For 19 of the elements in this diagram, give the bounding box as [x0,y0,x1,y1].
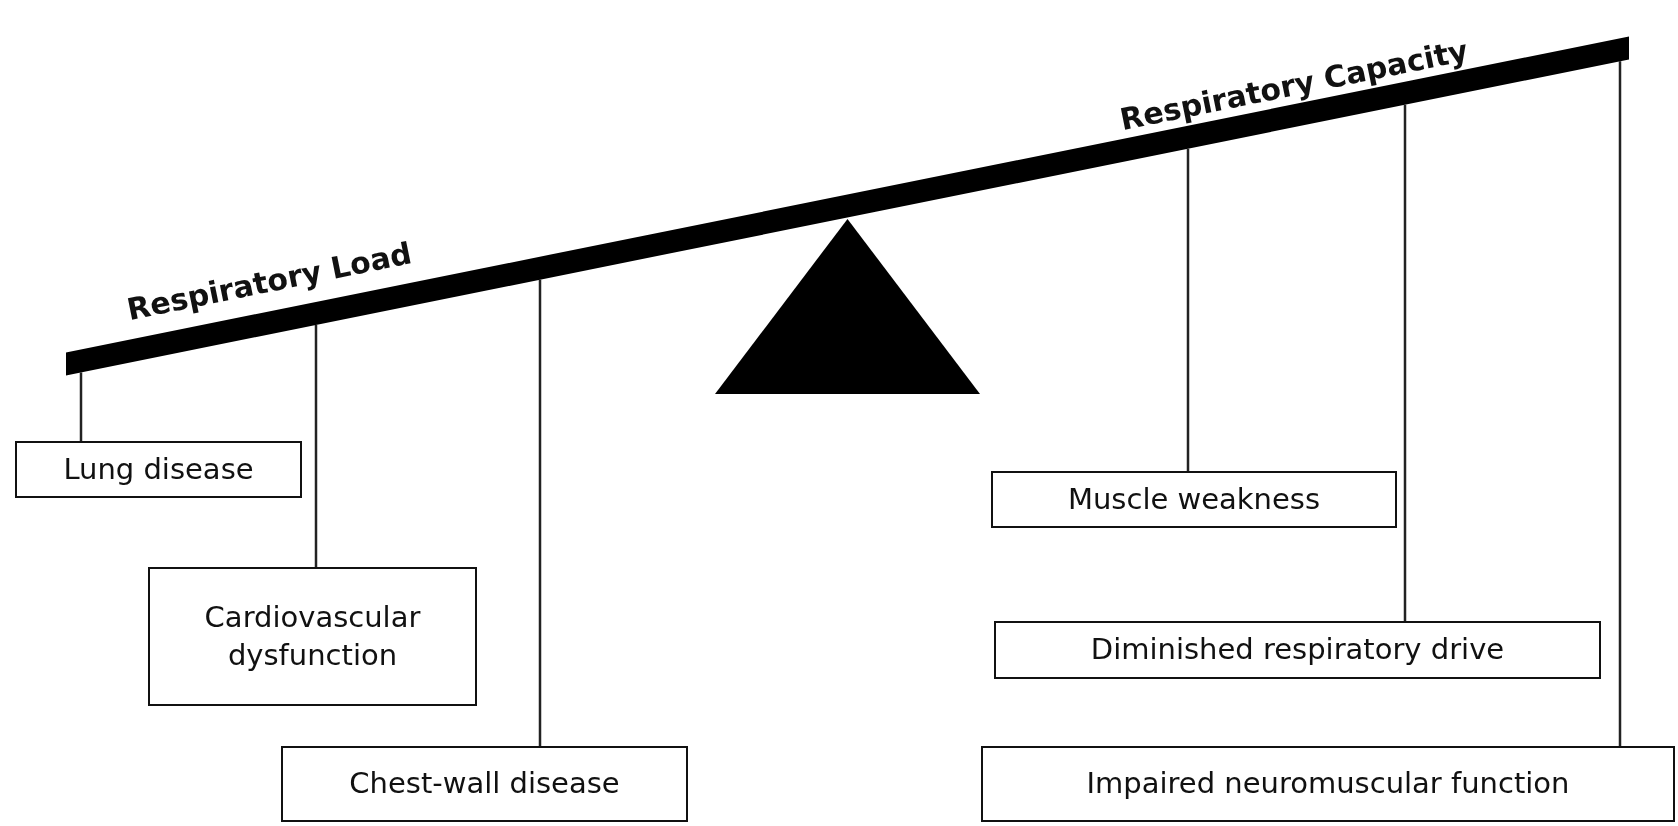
factor-box [991,471,1397,528]
leader-line [538,279,542,746]
leader-line [1618,61,1622,746]
leader-line [1186,148,1190,471]
fulcrum-triangle [715,219,980,394]
factor-box [281,746,688,822]
leader-line [314,324,318,567]
factor-label: Cardiovascular dysfunction [203,598,422,674]
factor-label: Diminished respiratory drive [1090,631,1505,669]
factor-label: Muscle weakness [1067,480,1321,518]
factor-label: Chest-wall disease [349,765,620,803]
factor-box [15,441,302,498]
factor-box [148,567,477,706]
factor-box [981,746,1675,822]
factor-box [994,621,1601,679]
factor-label: Lung disease [63,450,254,488]
leader-line [79,372,83,441]
factor-label: Impaired neuromuscular function [1086,765,1570,803]
leader-line [1403,104,1407,621]
